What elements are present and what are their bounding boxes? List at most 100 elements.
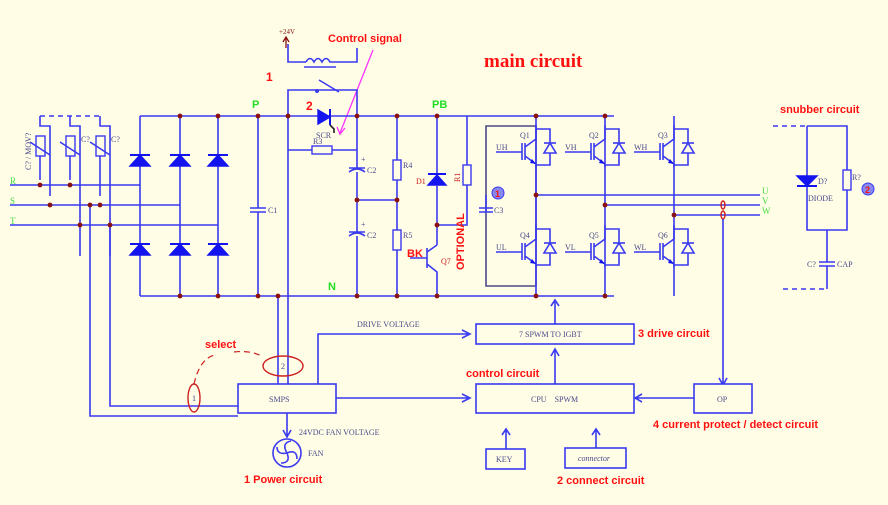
r4-label: R4 xyxy=(403,161,412,170)
junction-dot xyxy=(107,222,113,228)
junction-dot xyxy=(533,192,539,198)
igbt-label: Q4 xyxy=(520,231,530,240)
connector-block-label: connector xyxy=(578,454,611,463)
smps-block[interactable] xyxy=(237,383,337,414)
optional-label: OPTIONAL xyxy=(455,213,467,270)
supply-label: +24V xyxy=(279,28,295,36)
power-circuit-label: 1 Power circuit xyxy=(244,474,323,486)
snubber-cap-type: CAP xyxy=(837,260,853,269)
d1-label: D1 xyxy=(416,177,426,186)
r1-label: R1 xyxy=(453,173,462,182)
node-pb-label: PB xyxy=(432,99,447,111)
select-2-label: 2 xyxy=(281,362,285,371)
junction-dot xyxy=(354,293,360,299)
snubber-cap-label: C? xyxy=(807,260,816,269)
rectifier-bridge xyxy=(128,116,230,296)
annotation-2: 2 xyxy=(306,99,313,113)
drive-circuit-label: 3 drive circuit xyxy=(638,328,710,340)
cpu-block-label: CPU SPWM xyxy=(531,395,578,404)
junction-dot xyxy=(602,202,608,208)
mov-group xyxy=(29,115,111,256)
output-v-label: V xyxy=(762,196,769,206)
c2b-label: C2 xyxy=(367,231,376,240)
junction-dot xyxy=(255,293,261,299)
junction-dot xyxy=(533,113,539,119)
input-t-label: T xyxy=(10,216,16,226)
snubber-diode-label: D? xyxy=(818,177,828,186)
junction-dot xyxy=(47,202,53,208)
gate-label: VH xyxy=(565,143,577,152)
op-block[interactable] xyxy=(693,383,753,414)
junction-dot xyxy=(77,222,83,228)
select-2-marker[interactable] xyxy=(262,355,304,377)
junction-dot xyxy=(434,113,440,119)
snubber-diode-type: DIODE xyxy=(808,194,833,203)
q7-label: Q7 xyxy=(441,257,451,266)
junction-dot xyxy=(533,293,539,299)
mov3-label: C? xyxy=(111,135,120,144)
igbt-label: Q1 xyxy=(520,131,530,140)
control-signal-label: Control signal xyxy=(328,33,402,45)
junction-dot xyxy=(671,212,677,218)
output-u-label: U xyxy=(762,186,769,196)
junction-dot xyxy=(255,113,261,119)
select-label: select xyxy=(205,339,237,351)
junction-dot xyxy=(275,293,281,299)
output-w-label: W xyxy=(762,206,771,216)
igbt-label: Q6 xyxy=(658,231,668,240)
gate-label: WH xyxy=(634,143,648,152)
junction-dot xyxy=(394,113,400,119)
junction-dot xyxy=(177,113,183,119)
current-protect-label: 4 current protect / detect circuit xyxy=(653,419,818,431)
igbt-label: Q2 xyxy=(589,131,599,140)
junction-dots xyxy=(37,113,677,299)
gate-label: WL xyxy=(634,243,647,252)
mov2-label: C? xyxy=(81,135,90,144)
smps-label: SMPS xyxy=(269,395,289,404)
badge-1-label: 1 xyxy=(495,189,500,199)
junction-dot xyxy=(602,113,608,119)
snubber-res-label: R? xyxy=(852,173,861,182)
badge-1 xyxy=(491,186,505,200)
igbt-label: Q5 xyxy=(589,231,599,240)
junction-dot xyxy=(354,197,360,203)
node-p-label: P xyxy=(252,99,259,111)
junction-dot xyxy=(285,113,291,119)
key-block-label: KEY xyxy=(496,455,513,464)
annotation-1: 1 xyxy=(266,70,273,84)
fan-label: FAN xyxy=(308,449,324,458)
snubber-label: snubber circuit xyxy=(780,104,860,116)
junction-dot xyxy=(602,293,608,299)
junction-dot xyxy=(67,182,73,188)
junction-dot xyxy=(97,202,103,208)
junction-dot xyxy=(434,293,440,299)
badge-2-label: 2 xyxy=(865,185,870,195)
select-1-label: 1 xyxy=(192,394,196,403)
gate-label: VL xyxy=(565,243,576,252)
r5-label: R5 xyxy=(403,231,412,240)
op-block-label: OP xyxy=(717,395,728,404)
igbt-label: Q3 xyxy=(658,131,668,140)
gate-label: UL xyxy=(496,243,507,252)
junction-dot xyxy=(177,293,183,299)
badge-2 xyxy=(861,182,875,196)
junction-dot xyxy=(215,113,221,119)
junction-dot xyxy=(434,222,440,228)
svg-text:+: + xyxy=(361,155,366,164)
scr-label: SCR xyxy=(316,131,332,140)
gate-label: UH xyxy=(496,143,508,152)
relay: +24V xyxy=(279,28,358,93)
control-circuit-label: control circuit xyxy=(466,368,540,380)
r3-label: R3 xyxy=(313,137,322,146)
input-r-label: R xyxy=(10,176,16,186)
c3-label: C3 xyxy=(494,206,503,215)
diagram-title: main circuit xyxy=(484,51,583,72)
